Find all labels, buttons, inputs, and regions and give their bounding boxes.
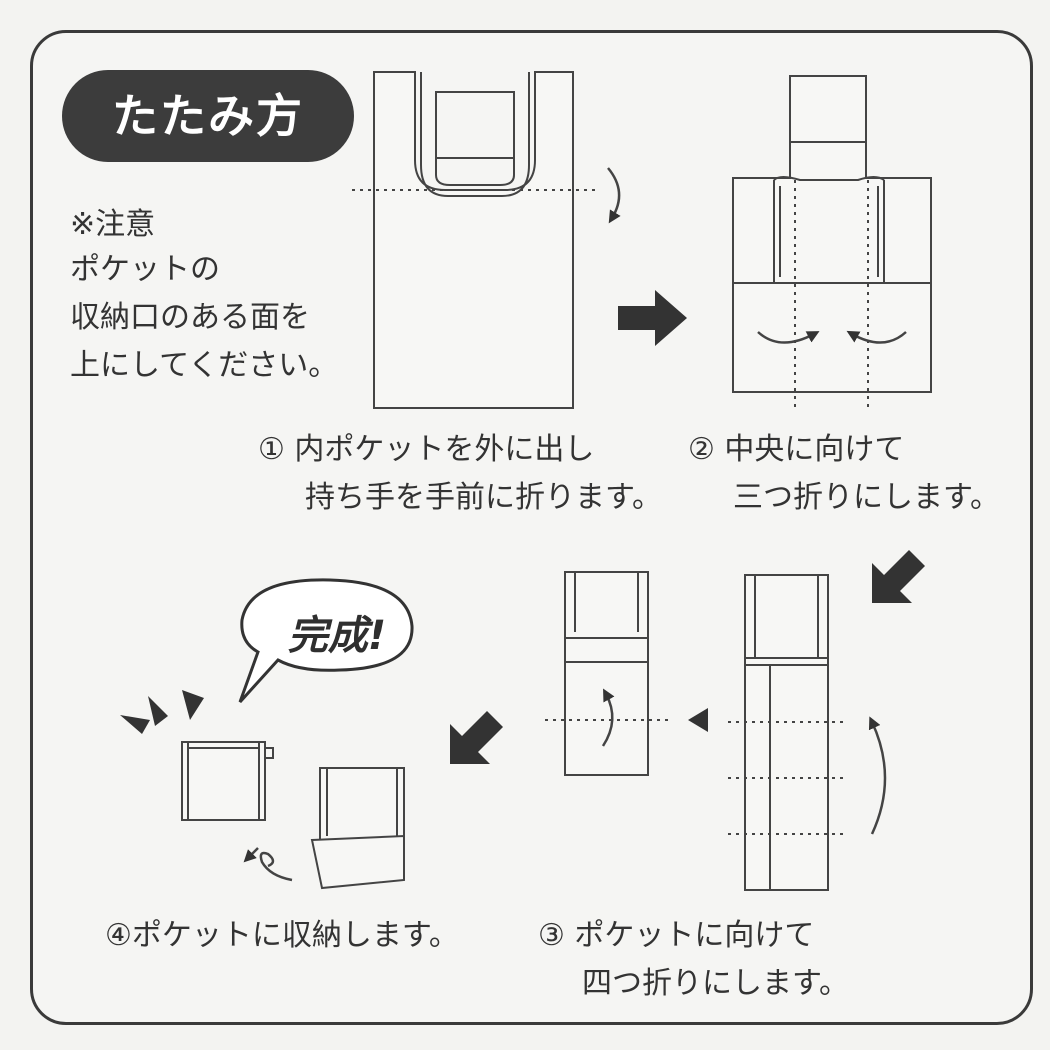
speech-bubble	[238, 578, 414, 704]
step1-caption-line1: ① 内ポケットを外に出し	[258, 432, 595, 467]
step2-caption-line2: 三つ折りにします。	[733, 480, 1000, 515]
step3-caption-line1: ③ ポケットに向けて	[538, 918, 815, 953]
arrow-right-icon	[618, 290, 687, 346]
arrow-down-left-icon	[872, 550, 925, 603]
step3-caption-line2: 四つ折りにします。	[582, 966, 849, 1001]
arrow-left-small-icon	[688, 708, 708, 732]
step1-caption-line2: 持ち手を手前に折ります。	[305, 480, 662, 515]
sparkle-icon	[120, 690, 204, 734]
note-line-3: 収納口のある面を	[70, 300, 310, 335]
step4-pouch-illustration	[243, 767, 405, 890]
title-badge	[62, 70, 354, 162]
step2-bag-illustration	[732, 75, 932, 410]
note-line-2: ポケットの	[70, 252, 220, 287]
step3b-folded-illustration	[545, 571, 668, 776]
step4-caption: ④ポケットに収納します。	[105, 918, 459, 953]
page-title: たたみ方	[112, 89, 304, 143]
step2-caption-line1: ② 中央に向けて	[688, 432, 905, 467]
note-line-1: ※注意	[70, 207, 156, 242]
step3-strip-illustration	[728, 574, 887, 891]
note-line-4: 上にしてください。	[70, 348, 339, 383]
completion-label: 完成!	[287, 613, 387, 659]
finished-pouch-illustration	[181, 741, 274, 821]
step1-bag-illustration	[352, 71, 621, 409]
arrow-down-left-icon-2	[450, 711, 503, 764]
